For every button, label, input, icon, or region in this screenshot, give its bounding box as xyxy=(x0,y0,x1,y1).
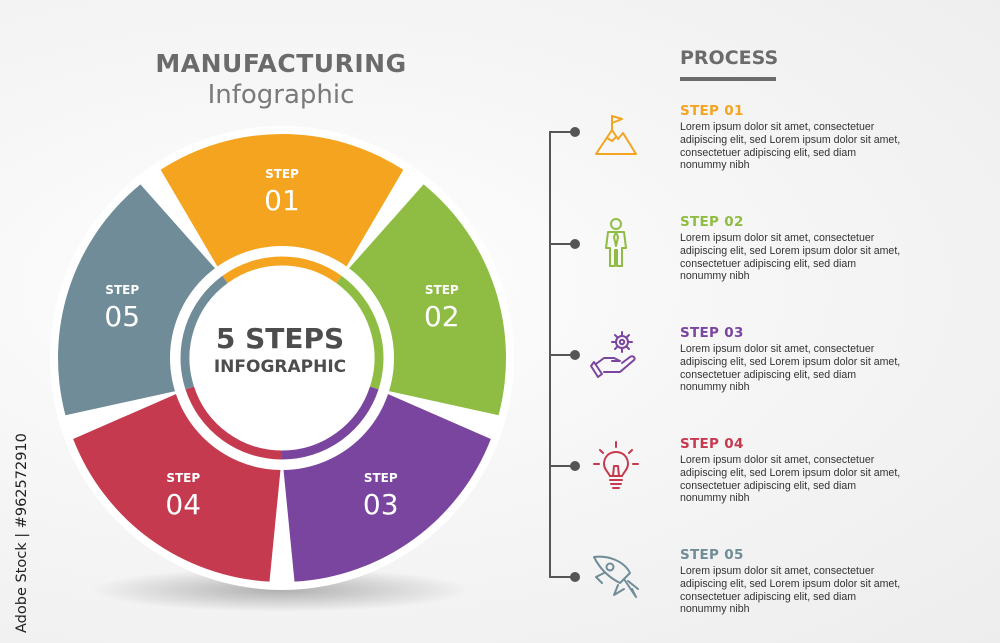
step-text-line: Lorem ipsum dolor sit amet, consectetuer xyxy=(680,343,875,355)
step-text-line: consectetuer adipiscing elit, sed diam xyxy=(680,146,857,159)
wheel-step-number: 03 xyxy=(363,488,399,521)
step-text-line: Lorem ipsum dolor sit amet, consectetuer xyxy=(680,454,875,466)
process-step-5: STEP 05 Lorem ipsum dolor sit amet, cons… xyxy=(680,546,920,616)
step-title: STEP 01 xyxy=(680,103,744,119)
step-text-line: nonummy nibh xyxy=(680,381,750,394)
step-text-line: nonummy nibh xyxy=(680,603,750,616)
step-text-line: Lorem ipsum dolor sit amet, consectetuer xyxy=(680,565,875,577)
process-step-3: STEP 03 Lorem ipsum dolor sit amet, cons… xyxy=(680,324,920,394)
wheel-segment-step-1 xyxy=(160,133,404,277)
step-text-line: Lorem ipsum dolor sit amet, consectetuer xyxy=(680,121,875,133)
step-description: Lorem ipsum dolor sit amet, consectetuer… xyxy=(680,565,920,616)
rocket-icon xyxy=(593,555,639,598)
step-text-line: consectetuer adipiscing elit, sed diam xyxy=(680,479,857,492)
center-title: 5 STEPS INFOGRAPHIC xyxy=(190,322,370,378)
process-step-4: STEP 04 Lorem ipsum dolor sit amet, cons… xyxy=(680,435,920,505)
step-text-line: Lorem ipsum dolor sit amet, consectetuer xyxy=(680,232,875,244)
timeline-dot-1 xyxy=(570,127,580,137)
step-title: STEP 04 xyxy=(680,436,744,452)
wheel-segment-step-4 xyxy=(73,389,282,582)
timeline-branch-5 xyxy=(549,576,575,578)
page-subtitle: Infographic xyxy=(207,80,355,110)
center-line-2: INFOGRAPHIC xyxy=(213,357,347,377)
page-title: MANUFACTURING xyxy=(155,49,407,78)
timeline-dot-2 xyxy=(570,239,580,249)
lightbulb-icon xyxy=(593,441,639,489)
wheel-step-number: 05 xyxy=(104,300,140,333)
step-title: STEP 02 xyxy=(680,214,744,230)
step-text-line: adipiscing elit, sed Lorem ipsum dolor s… xyxy=(680,466,901,479)
step-text-line: consectetuer adipiscing elit, sed diam xyxy=(680,590,857,603)
center-inner-disc xyxy=(195,271,369,445)
wheel-segment-step-3 xyxy=(282,389,491,582)
step-description: Lorem ipsum dolor sit amet, consectetuer… xyxy=(680,232,920,283)
process-title-underline xyxy=(680,77,776,81)
watermark: Adobe Stock | #962572910 xyxy=(12,405,32,635)
hand-gear-icon xyxy=(590,331,636,378)
step-description: Lorem ipsum dolor sit amet, consectetuer… xyxy=(680,343,920,394)
step-text-line: adipiscing elit, sed Lorem ipsum dolor s… xyxy=(680,244,901,257)
step-title: STEP 03 xyxy=(680,325,744,341)
timeline-dot-5 xyxy=(570,572,580,582)
wheel-step-number: 04 xyxy=(165,488,201,521)
step-description: Lorem ipsum dolor sit amet, consectetuer… xyxy=(680,121,920,172)
businessman-icon xyxy=(605,218,627,267)
center-ring-arc-4 xyxy=(185,386,283,460)
timeline-branch-2 xyxy=(549,243,575,245)
step-text-line: consectetuer adipiscing elit, sed diam xyxy=(680,368,857,381)
wheel-step-label: STEP xyxy=(425,283,459,297)
wheel-step-label: STEP xyxy=(265,167,299,181)
timeline-branch-4 xyxy=(549,465,575,467)
step-description: Lorem ipsum dolor sit amet, consectetuer… xyxy=(680,454,920,505)
center-ring-arc-3 xyxy=(281,386,379,460)
timeline-branch-3 xyxy=(549,354,575,356)
timeline-dot-3 xyxy=(570,350,580,360)
process-step-2: STEP 02 Lorem ipsum dolor sit amet, cons… xyxy=(680,213,920,283)
process-title: PROCESS xyxy=(680,47,779,69)
step-text-line: consectetuer adipiscing elit, sed diam xyxy=(680,257,857,270)
step-text-line: nonummy nibh xyxy=(680,492,750,505)
wheel-step-number: 01 xyxy=(264,184,300,217)
mountain-flag-icon xyxy=(595,115,637,155)
wheel-shadow xyxy=(90,568,470,612)
center-ring-arc-2 xyxy=(336,275,384,390)
step-text-line: nonummy nibh xyxy=(680,159,750,172)
timeline-branch-1 xyxy=(549,131,575,133)
center-line-1: 5 STEPS xyxy=(215,322,345,355)
wheel-step-label: STEP xyxy=(364,471,398,485)
step-text-line: adipiscing elit, sed Lorem ipsum dolor s… xyxy=(680,577,901,590)
step-title: STEP 05 xyxy=(680,547,744,563)
timeline-dot-4 xyxy=(570,461,580,471)
step-text-line: adipiscing elit, sed Lorem ipsum dolor s… xyxy=(680,133,901,146)
wheel-step-label: STEP xyxy=(166,471,200,485)
title-block: MANUFACTURING Infographic xyxy=(150,48,412,110)
step-text-line: adipiscing elit, sed Lorem ipsum dolor s… xyxy=(680,355,901,368)
step-text-line: nonummy nibh xyxy=(680,270,750,283)
wheel-step-number: 02 xyxy=(424,300,460,333)
center-ring-arc-1 xyxy=(222,256,342,284)
wheel-step-label: STEP xyxy=(105,283,139,297)
process-step-1: STEP 01 Lorem ipsum dolor sit amet, cons… xyxy=(680,102,920,172)
center-ring-arc-5 xyxy=(180,275,228,390)
watermark-text: Adobe Stock | #962572910 xyxy=(14,433,30,633)
